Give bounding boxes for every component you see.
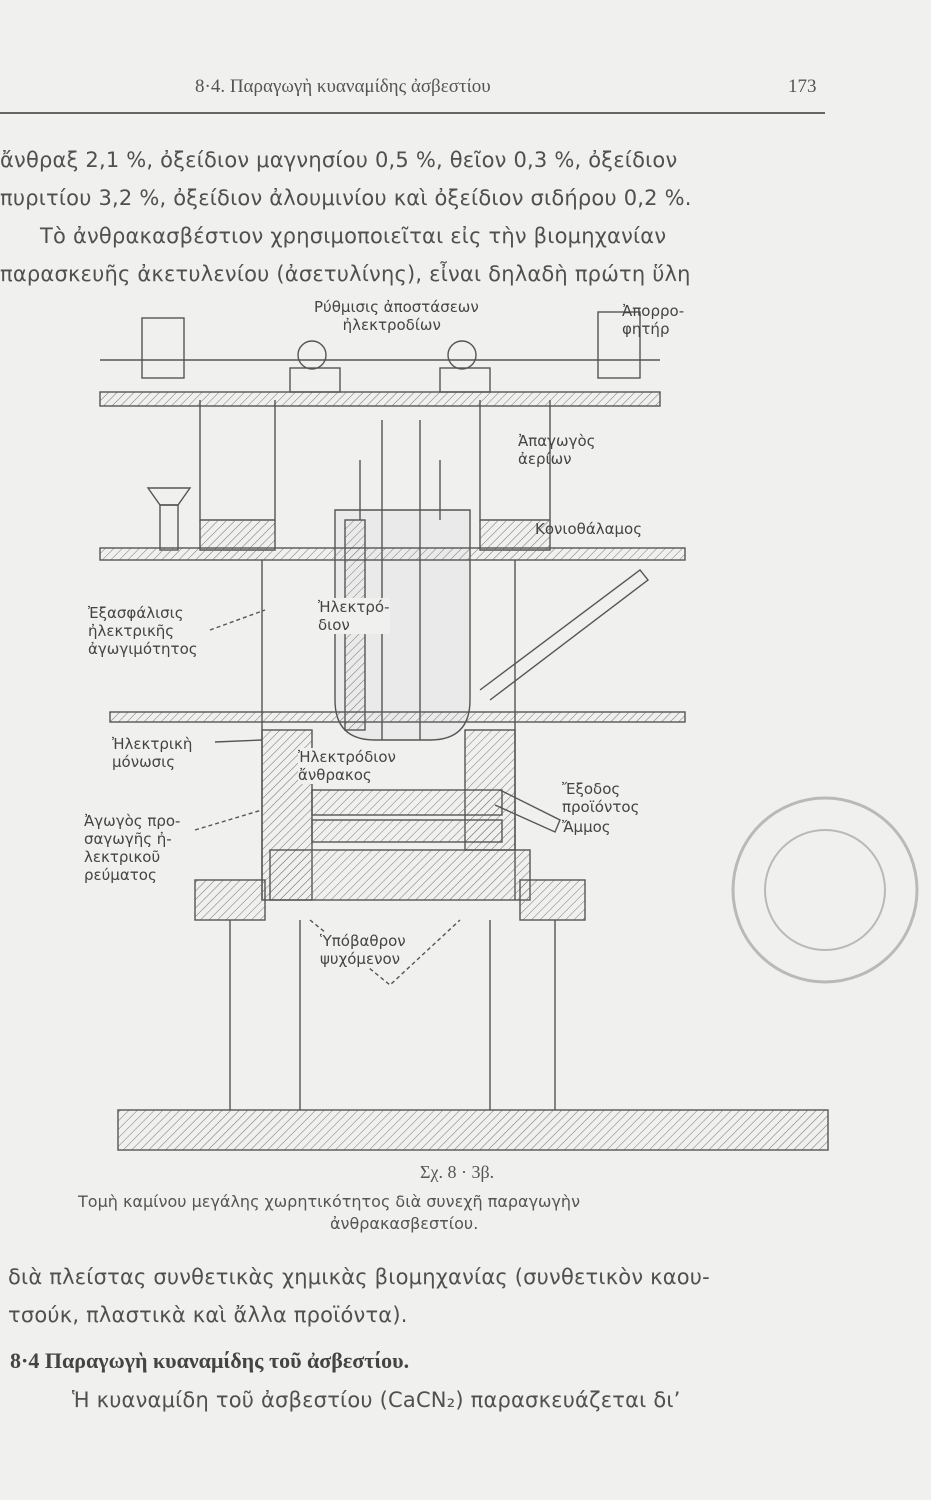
figure-caption-line: ἀνθρακασβεστίου. [330, 1214, 479, 1233]
label-electrode-adjustment: Ρύθμισις ἀποστάσεων ἠλεκτροδίων [314, 298, 479, 334]
section-heading: 8·4 Παραγωγὴ κυαναμίδης τοῦ ἀσβεστίου. [10, 1348, 410, 1373]
label-dust-chamber: Κονιοθάλαμος [535, 520, 642, 538]
label-gas-outlet: Ἀπαγωγὸς ἀερίων [518, 432, 596, 468]
paragraph-line: τσούκ, πλαστικὰ καὶ ἄλλα προϊόντα). [8, 1303, 408, 1327]
label-sand: Ἄμμος [562, 818, 611, 836]
label-electrode: Ἠλεκτρό- διον [318, 598, 390, 634]
label-exhaust: Ἀπορρο- φητήρ [622, 302, 685, 338]
paragraph-line: παρασκευῆς ἀκετυλενίου (ἀσετυλίνης), εἶν… [0, 262, 691, 286]
label-carbon-electrode: Ἠλεκτρόδιον ἄνθρακος [298, 748, 396, 784]
label-insulation: Ἠλεκτρικὴ μόνωσις [112, 735, 193, 771]
figure-caption-line: Τομὴ καμίνου μεγάλης χωρητικότητος διὰ σ… [78, 1192, 580, 1211]
running-title: 8·4. Παραγωγὴ κυαναμίδης ἀσβεστίου [195, 76, 491, 97]
label-cooled-base: Ὑπόβαθρον ψυχόμενον [320, 932, 406, 968]
label-conductivity: Ἐξασφάλισις ἠλεκτρικῆς ἀγωγιμότητος [88, 604, 198, 658]
label-conductor: Ἀγωγὸς προ- σαγωγῆς ἠ- λεκτρικοῦ ρεύματο… [84, 812, 181, 884]
paragraph-line: διὰ πλείστας συνθετικὰς χημικὰς βιομηχαν… [8, 1265, 710, 1289]
figure-number: Σχ. 8 · 3β. [420, 1162, 495, 1182]
library-stamp [731, 796, 919, 984]
page-number: 173 [788, 76, 817, 97]
header-rule [0, 112, 825, 114]
label-product-outlet: Ἔξοδος προϊόντος [562, 780, 640, 816]
paragraph-line: ἄνθραξ 2,1 %, ὀξείδιον μαγνησίου 0,5 %, … [0, 148, 678, 172]
paragraph-line: Ἡ κυαναμίδη τοῦ ἀσβεστίου (CaCN₂) παρασκ… [72, 1388, 681, 1412]
paragraph-line: Τὸ ἀνθρακασβέστιον χρησιμοποιεῖται εἰς τ… [40, 224, 667, 248]
paragraph-line: πυριτίου 3,2 %, ὀξείδιον ἀλουμινίου καὶ … [0, 186, 692, 210]
